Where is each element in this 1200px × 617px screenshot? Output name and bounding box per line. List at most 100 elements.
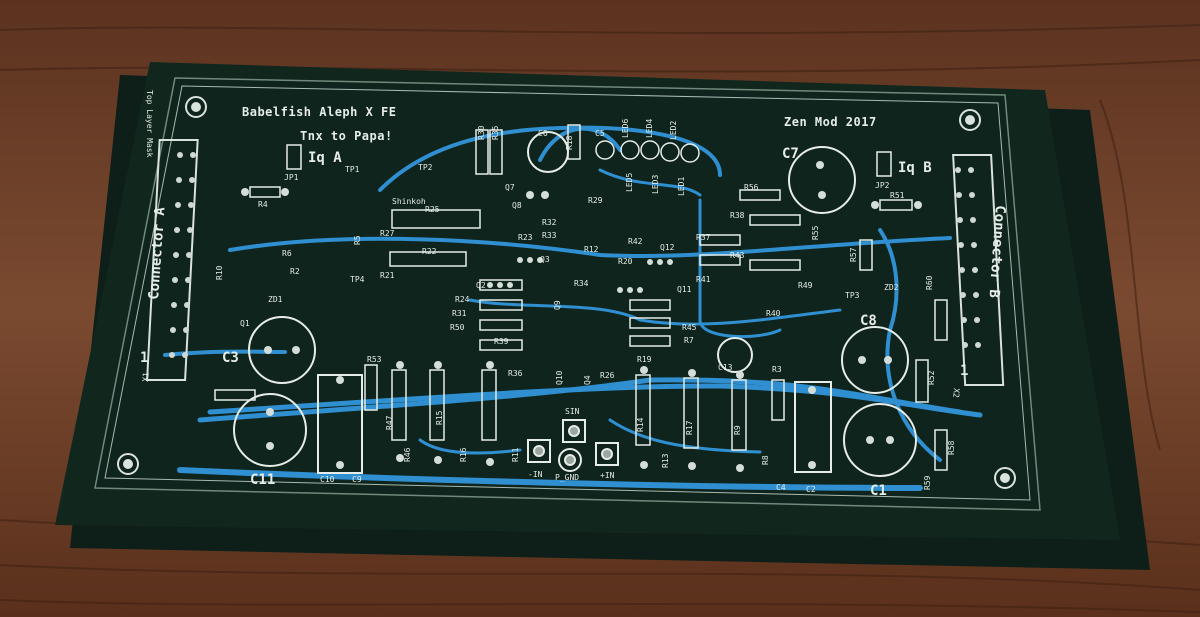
ref-label: Q1 (240, 319, 250, 328)
input-pads (527, 419, 619, 472)
board-credit: Zen Mod 2017 (784, 115, 877, 129)
ref-label: R32 (542, 218, 557, 227)
ref-label: C2 (806, 485, 816, 494)
ref-label: R52 (927, 370, 936, 385)
ref-label: C6 (538, 129, 548, 138)
ref-label: R9 (733, 425, 742, 435)
ref-label: C7 (782, 146, 799, 162)
ref-label: R40 (766, 309, 781, 318)
ref-label: Q10 (555, 370, 564, 385)
ref-label: Q7 (505, 183, 515, 192)
ref-label: C8 (860, 313, 877, 329)
ref-label: +IN (600, 471, 615, 480)
ref-label: TP3 (845, 291, 860, 300)
ref-label: R27 (380, 229, 395, 238)
ref-label: R31 (452, 309, 467, 318)
ref-label: R6 (282, 249, 292, 258)
ref-label: R16 (459, 447, 468, 462)
ref-label: R39 (494, 337, 509, 346)
ref-label: TP4 (350, 275, 365, 284)
ref-label: R58 (947, 440, 956, 455)
ref-label: -IN (528, 470, 543, 479)
ref-label: LED5 (625, 173, 634, 192)
x1-label: X1 (141, 372, 151, 382)
ref-label: R17 (685, 420, 694, 435)
ref-label: JP1 (284, 173, 299, 182)
ref-label: P_GND (555, 473, 579, 482)
ref-label: R5 (353, 235, 362, 245)
ref-label: R38 (730, 211, 745, 220)
ref-label: R11 (511, 447, 520, 462)
ref-label: LED4 (645, 119, 654, 138)
ref-label: Q3 (540, 255, 550, 264)
ref-label: C4 (776, 483, 786, 492)
ref-label: R56 (744, 183, 759, 192)
ref-label: R22 (422, 247, 437, 256)
mounting-holes (117, 96, 1016, 489)
ref-label: R60 (925, 275, 934, 290)
jumper-footprints (286, 144, 892, 177)
iq-a-label: Iq A (308, 150, 342, 166)
ref-label: R49 (798, 281, 813, 290)
ref-label: R45 (682, 323, 697, 332)
ref-label: ZD1 (268, 295, 283, 304)
ref-label: R18 (565, 135, 574, 150)
solder-pads (241, 161, 922, 472)
ref-label: R53 (367, 355, 382, 364)
board-outline (104, 85, 1031, 501)
ref-label: C10 (320, 475, 335, 484)
led-footprints (595, 140, 700, 163)
rear-board-label: Top Layer Mask (145, 90, 154, 158)
ref-label: LED3 (651, 175, 660, 194)
board-thanks: Tnx to Papa! (300, 129, 393, 143)
ref-label: R55 (811, 225, 820, 240)
ref-label: Q12 (660, 243, 675, 252)
ref-label: R12 (584, 245, 599, 254)
ref-label: R14 (636, 417, 645, 432)
ref-label: R41 (696, 275, 711, 284)
ref-label: R4 (258, 200, 268, 209)
ref-label: R51 (890, 191, 905, 200)
ref-label: R59 (923, 475, 932, 490)
ref-label: R13 (661, 453, 670, 468)
ref-label: R43 (730, 251, 745, 260)
ref-label: R24 (455, 295, 470, 304)
ref-label: R19 (637, 355, 652, 364)
ref-label: R34 (574, 279, 589, 288)
ref-label: Shinkoh (392, 197, 426, 206)
ref-label: R47 (385, 415, 394, 430)
ref-label: R23 (518, 233, 533, 242)
resistor-footprints (214, 124, 948, 471)
ref-label: R36 (508, 369, 523, 378)
ref-label: R21 (380, 271, 395, 280)
ref-label: TP1 (345, 165, 360, 174)
ref-label: R8 (761, 455, 770, 465)
silkscreen-text: Babelfish Aleph X FE Tnx to Papa! Zen Mo… (140, 105, 1008, 499)
ref-label: R46 (403, 447, 412, 462)
ref-label: C9 (352, 475, 362, 484)
ref-label: LED2 (669, 121, 678, 140)
ref-label: LED6 (621, 119, 630, 138)
connector-a-label: Connector A (146, 206, 168, 300)
ref-label: R35 (491, 125, 500, 140)
ref-label: C3 (222, 350, 239, 366)
ref-label: R33 (542, 231, 557, 240)
ref-label: R20 (618, 257, 633, 266)
ref-label: R7 (684, 336, 694, 345)
ref-label: R3 (772, 365, 782, 374)
ref-label: ZD2 (884, 283, 899, 292)
iq-b-label: Iq B (898, 160, 932, 176)
ref-label: R26 (600, 371, 615, 380)
ref-label: C11 (250, 472, 275, 488)
capacitor-footprints (233, 131, 917, 477)
ref-label: R57 (849, 247, 858, 262)
ref-label: Q9 (553, 300, 562, 310)
ref-label: LED1 (677, 177, 686, 196)
connector-a-header (146, 139, 199, 381)
ref-label: Q2 (476, 281, 486, 290)
ref-label: R10 (215, 265, 224, 280)
ref-label: JP2 (875, 181, 890, 190)
ref-label: R2 (290, 267, 300, 276)
ref-label: R42 (628, 237, 643, 246)
